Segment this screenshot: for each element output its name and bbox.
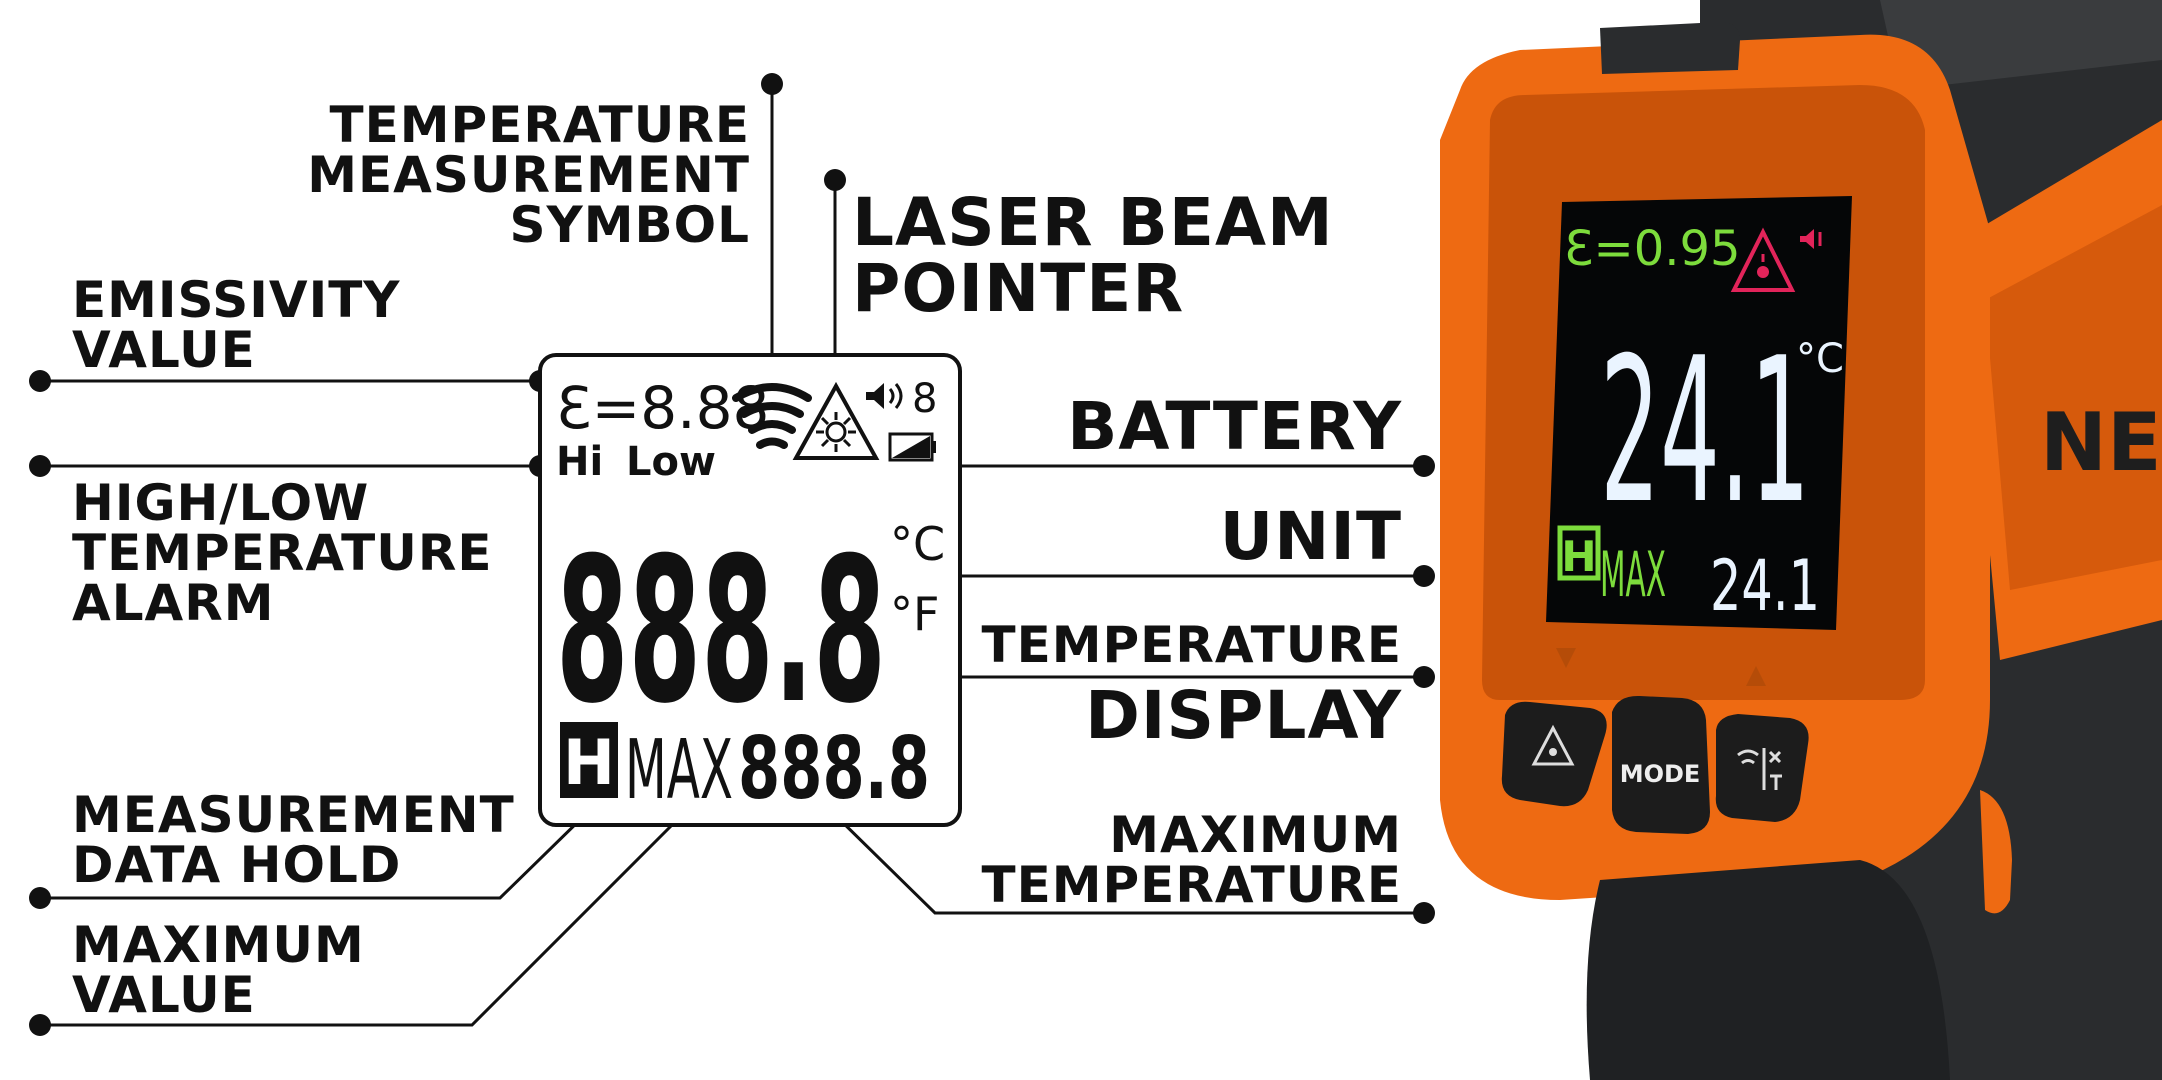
lcd-low-label: Low bbox=[626, 439, 716, 485]
label-maximum-value: MAXIMUM VALUE bbox=[72, 916, 365, 1024]
mode-button-label: MODE bbox=[1620, 760, 1701, 788]
device-brand: NE bbox=[2040, 396, 2162, 489]
laser-warning-icon bbox=[792, 381, 880, 460]
lcd-main-digits: 888.8 bbox=[556, 515, 886, 748]
screen-reading: 24.1 bbox=[1600, 315, 1810, 548]
label-battery: BATTERY bbox=[1067, 388, 1402, 465]
label-high-low-temperature-alarm: HIGH/LOW TEMPERATURE ALARM bbox=[72, 474, 493, 632]
label-unit: UNIT bbox=[1219, 498, 1402, 575]
label-measurement-data-hold: MEASUREMENT DATA HOLD bbox=[72, 786, 515, 894]
label-maximum-temperature: MAXIMUM TEMPERATURE bbox=[981, 806, 1402, 914]
battery-icon bbox=[888, 432, 936, 462]
lcd-emissivity: Ɛ=8.88 bbox=[556, 374, 769, 442]
lcd-max-digits: 888.8 bbox=[738, 719, 930, 819]
label-laser-beam-pointer: LASER BEAM POINTER bbox=[852, 184, 1334, 327]
mode-button[interactable]: MODE bbox=[1612, 695, 1710, 834]
lcd-hi-label: Hi bbox=[556, 439, 603, 485]
lcd-max-label: MAX bbox=[625, 723, 733, 818]
screen-speaker-icon bbox=[1800, 229, 1822, 249]
function-button[interactable] bbox=[1715, 714, 1809, 822]
lcd-hold-label: H bbox=[563, 726, 615, 799]
lcd-frame bbox=[538, 353, 962, 827]
screen-max-reading: 24.1 bbox=[1710, 545, 1820, 627]
device-screen bbox=[1546, 196, 1852, 630]
lcd-fahrenheit-unit: °F bbox=[890, 587, 939, 641]
trigger-accent bbox=[1980, 790, 2012, 914]
lcd-volume-digit: 8 bbox=[912, 376, 937, 422]
laser-button[interactable] bbox=[1501, 701, 1607, 807]
speaker-icon bbox=[866, 383, 903, 409]
screen-unit: °C bbox=[1796, 336, 1844, 382]
screen-laser-icon bbox=[1730, 227, 1796, 292]
device-handle bbox=[1586, 860, 1950, 1080]
screen-hold-box bbox=[1557, 525, 1601, 581]
label-temperature-display-line1: TEMPERATURE bbox=[981, 616, 1402, 674]
label-temperature-measurement-symbol: TEMPERATURE MEASUREMENT SYMBOL bbox=[307, 96, 750, 254]
label-temperature-display-line2: DISPLAY bbox=[1085, 677, 1402, 754]
label-emissivity-value: EMISSIVITY VALUE bbox=[72, 271, 401, 379]
screen-max-label: MAX bbox=[1600, 538, 1666, 611]
lcd-celsius-unit: °C bbox=[890, 517, 945, 571]
screen-emissivity: Ɛ=0.95 bbox=[1564, 221, 1741, 277]
wifi-measurement-icon bbox=[732, 383, 812, 449]
hold-box bbox=[560, 722, 618, 798]
screen-hold-label: H bbox=[1561, 532, 1596, 581]
